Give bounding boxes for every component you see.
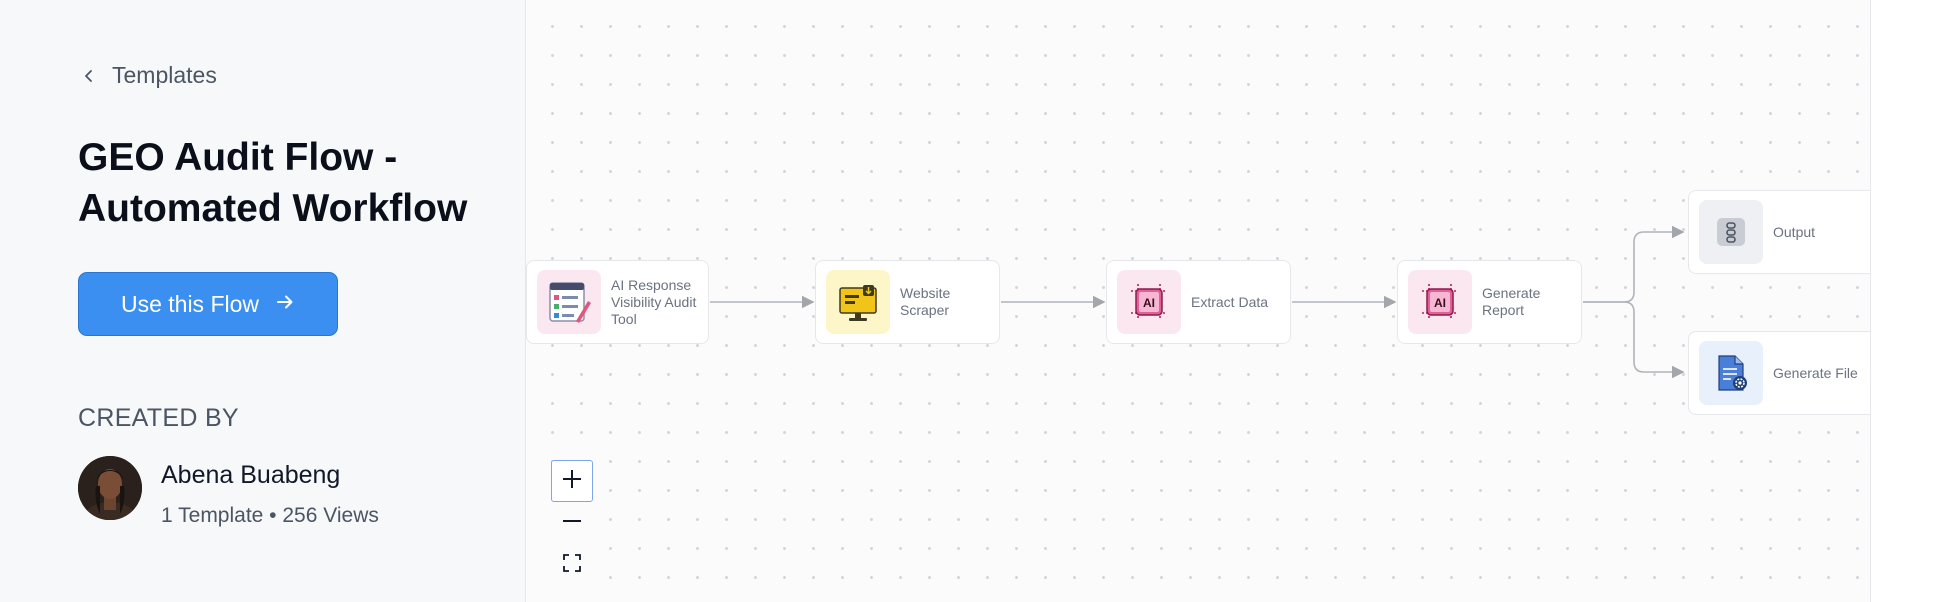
author-name[interactable]: Abena Buabeng	[161, 461, 341, 489]
node-website-scraper[interactable]: Website Scraper	[815, 260, 1000, 344]
document-gear-icon	[1699, 341, 1763, 405]
back-to-templates-link[interactable]: Templates	[78, 62, 217, 89]
minus-icon	[561, 510, 583, 537]
node-label: Generate File	[1773, 364, 1858, 381]
page-title: GEO Audit Flow - Automated Workflow	[78, 136, 468, 230]
fullscreen-icon	[562, 553, 582, 578]
node-ai-response-audit[interactable]: AI Response Visibility Audit Tool	[526, 260, 709, 344]
right-panel	[1870, 0, 1958, 602]
arrow-right-icon	[275, 291, 295, 318]
zoom-controls	[551, 460, 593, 586]
zoom-out-button[interactable]	[551, 502, 593, 544]
flow-canvas[interactable]	[526, 0, 1870, 602]
edge-report-output	[1583, 225, 1685, 303]
node-label: Generate Report	[1482, 285, 1541, 318]
node-generate-report[interactable]: AI Generate Report	[1397, 260, 1582, 344]
audit-checklist-icon	[537, 270, 601, 334]
node-label: Website Scraper	[900, 285, 951, 318]
use-this-flow-button[interactable]: Use this Flow	[78, 272, 338, 336]
edge-report-file	[1583, 301, 1685, 379]
chevron-left-icon	[78, 65, 100, 87]
svg-text:AI: AI	[1434, 296, 1446, 310]
created-by-label: CREATED BY	[78, 404, 239, 432]
node-generate-file[interactable]: Generate File	[1688, 331, 1870, 415]
ai-chip-icon: AI	[1408, 270, 1472, 334]
sidebar: Templates GEO Audit Flow - Automated Wor…	[0, 0, 526, 602]
node-extract-data[interactable]: AI Extract Data	[1106, 260, 1291, 344]
zoom-in-button[interactable]	[551, 460, 593, 502]
fit-view-button[interactable]	[551, 544, 593, 586]
output-stack-icon	[1699, 200, 1763, 264]
plus-icon	[561, 468, 583, 495]
use-flow-label: Use this Flow	[120, 290, 260, 317]
avatar[interactable]	[78, 456, 142, 520]
monitor-download-icon	[826, 270, 890, 334]
back-link-label: Templates	[112, 62, 217, 88]
node-label: Extract Data	[1191, 293, 1269, 310]
author-stats: 1 Template • 256 Views	[161, 504, 379, 527]
ai-chip-icon: AI	[1117, 270, 1181, 334]
node-label: Output	[1773, 223, 1816, 240]
node-output[interactable]: Output	[1688, 190, 1870, 274]
svg-text:AI: AI	[1143, 296, 1155, 310]
node-label: AI Response Visibility Audit Tool	[611, 276, 697, 327]
